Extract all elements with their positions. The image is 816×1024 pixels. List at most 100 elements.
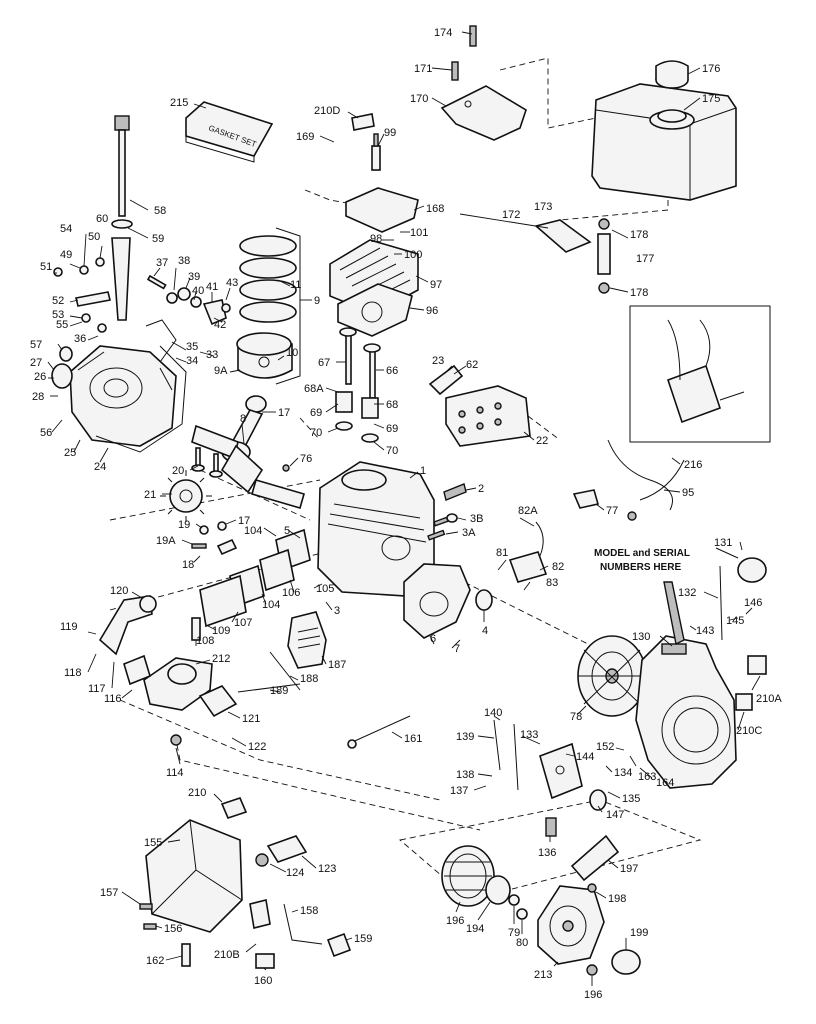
fuel-line-177 (597, 218, 611, 294)
callout-189: 189 (270, 685, 288, 697)
callout-27: 27 (30, 357, 42, 369)
callout-119: 119 (60, 621, 78, 633)
carburetor (123, 654, 213, 711)
callout-56: 56 (40, 427, 52, 439)
callout-196a: 196 (446, 915, 464, 927)
callout-67: 67 (318, 357, 330, 369)
callout-52: 52 (52, 295, 64, 307)
callout-55: 55 (56, 319, 68, 331)
callout-163: 163 (638, 771, 656, 783)
cam-gear (160, 470, 212, 522)
callout-178b: 178 (630, 287, 648, 299)
intake-gaskets (191, 528, 311, 641)
gasket-set-box: GASKET SET (185, 101, 274, 163)
callout-198: 198 (608, 893, 626, 905)
callout-118: 118 (64, 667, 82, 679)
callout-197: 197 (620, 863, 638, 875)
callout-132: 132 (678, 587, 696, 599)
callout-210d: 210D (314, 105, 340, 117)
callout-172: 172 (502, 209, 520, 221)
callout-3b: 3B (470, 513, 483, 525)
callout-53: 53 (52, 309, 64, 321)
callout-5: 5 (284, 525, 290, 537)
callout-58: 58 (154, 205, 166, 217)
callout-188: 188 (300, 673, 318, 685)
callout-122: 122 (248, 741, 266, 753)
callout-82: 82 (552, 561, 564, 573)
callout-98: 98 (370, 233, 382, 245)
bracket-158 (283, 903, 323, 945)
callout-18: 18 (182, 559, 194, 571)
bolt-2 (443, 483, 467, 501)
primer-bulb (715, 547, 767, 641)
callout-50: 50 (88, 231, 100, 243)
callout-216: 216 (684, 459, 702, 471)
callout-95: 95 (682, 487, 694, 499)
callout-96: 96 (426, 305, 438, 317)
callout-6: 6 (430, 633, 436, 645)
callout-164: 164 (656, 777, 674, 789)
callout-160: 160 (254, 975, 272, 987)
callout-108: 108 (196, 635, 214, 647)
callout-10: 10 (286, 347, 298, 359)
callout-135: 135 (622, 793, 640, 805)
nut-114 (170, 734, 182, 746)
callout-70b: 70 (386, 445, 398, 457)
callout-175: 175 (702, 93, 720, 105)
callout-134: 134 (614, 767, 632, 779)
fuel-tank (591, 83, 737, 201)
bolts-3a-3b (427, 513, 458, 541)
fuel-shutoff-172 (534, 219, 592, 253)
starter-cup-196 (441, 845, 495, 907)
starter-inset-box (629, 305, 771, 443)
callout-140: 140 (484, 707, 502, 719)
washers-79-80 (508, 894, 528, 920)
wire-harness-95 (607, 439, 685, 521)
callout-173: 173 (534, 201, 552, 213)
screw-124 (255, 853, 269, 867)
callout-130: 130 (632, 631, 650, 643)
callout-1: 1 (420, 465, 426, 477)
callout-104b: 104 (262, 599, 280, 611)
callout-109: 109 (212, 625, 230, 637)
callout-146: 146 (744, 597, 762, 609)
callout-40: 40 (192, 285, 204, 297)
plate-210b (249, 899, 271, 929)
callout-123: 123 (318, 863, 336, 875)
shroud-155 (145, 819, 243, 933)
callout-104a: 104 (244, 525, 262, 537)
callout-170: 170 (410, 93, 428, 105)
callout-210c: 210C (736, 725, 762, 737)
head-gasket (337, 283, 413, 337)
callout-36: 36 (74, 333, 86, 345)
callout-69b: 69 (386, 423, 398, 435)
model-serial-arrow (663, 581, 685, 646)
callout-22: 22 (536, 435, 548, 447)
callout-105: 105 (316, 583, 334, 595)
callout-174: 174 (434, 27, 452, 39)
flywheel (577, 635, 647, 717)
bolt-174 (469, 25, 477, 47)
switch-160 (255, 953, 275, 969)
control-rod-161 (347, 715, 411, 749)
callout-62: 62 (466, 359, 478, 371)
callout-176: 176 (702, 63, 720, 75)
fuel-cap (655, 60, 689, 89)
callout-79: 79 (508, 927, 520, 939)
callout-133: 133 (520, 729, 538, 741)
callout-161: 161 (404, 733, 422, 745)
callout-34: 34 (186, 355, 198, 367)
callout-215: 215 (170, 97, 188, 109)
callout-157: 157 (100, 887, 118, 899)
tank-bracket (440, 85, 527, 141)
callout-121: 121 (242, 713, 260, 725)
callout-24: 24 (94, 461, 106, 473)
piston (236, 332, 293, 379)
callout-11: 11 (290, 279, 301, 291)
callout-156: 156 (164, 923, 182, 935)
callout-139: 139 (456, 731, 474, 743)
callout-131: 131 (714, 537, 732, 549)
callout-3: 3 (334, 605, 340, 617)
exhaust-valve (363, 343, 381, 399)
callout-187: 187 (328, 659, 346, 671)
